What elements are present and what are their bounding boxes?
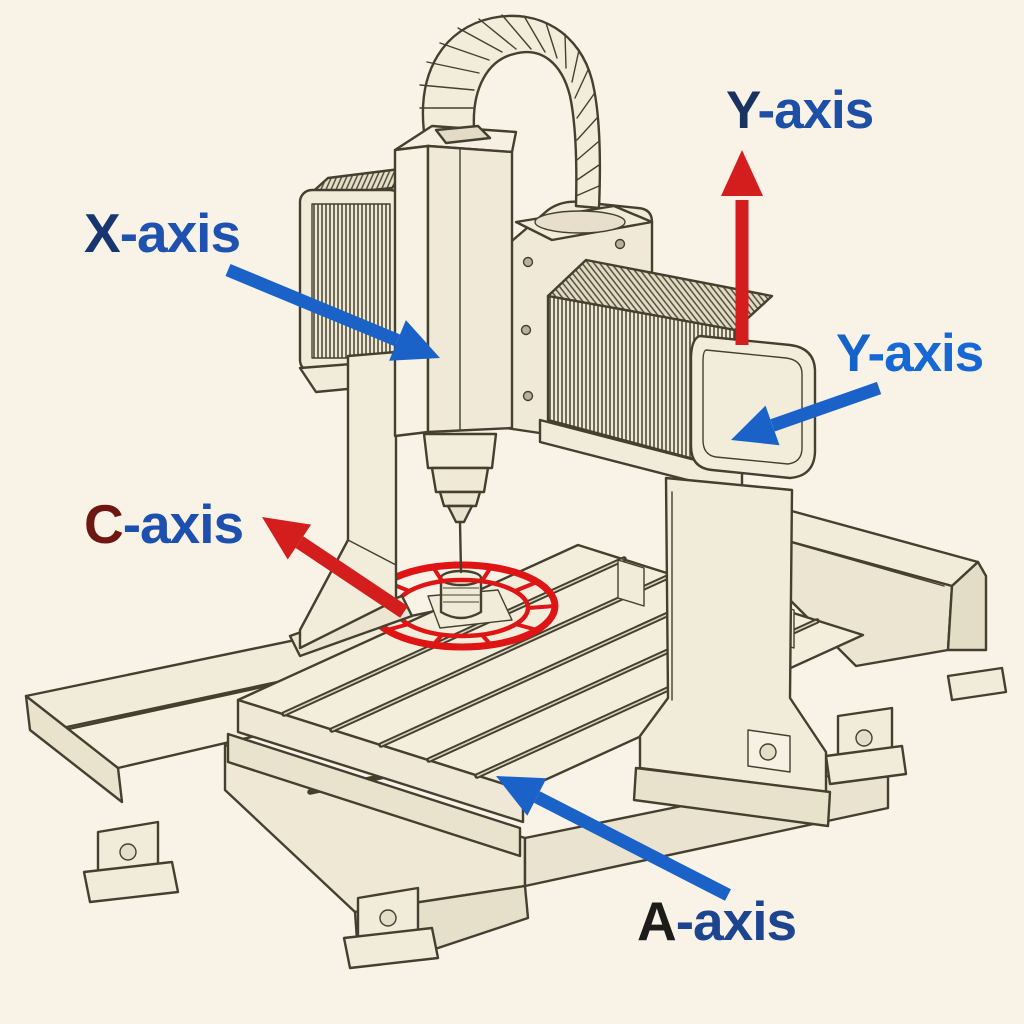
label-suffix: -axis — [675, 890, 797, 952]
cable-carrier-chain — [419, 14, 602, 210]
right-column — [632, 334, 832, 828]
y-axis-up-arrow — [721, 150, 763, 345]
label-prefix: Y — [726, 81, 758, 140]
t-slot — [378, 587, 724, 748]
label-prefix: X — [84, 202, 121, 264]
right-tray — [758, 508, 988, 668]
a-axis-arrow — [496, 776, 731, 901]
label-x-axis: X-axis — [84, 206, 241, 261]
y-axis-bellows — [538, 258, 774, 496]
tool-spindle — [422, 432, 498, 574]
label-suffix: -axis — [122, 493, 244, 555]
leveling-foot — [824, 706, 908, 786]
leveling-foot — [82, 820, 180, 904]
y-axis-right-arrow — [731, 381, 882, 446]
label-y-axis-top: Y-axis — [726, 81, 874, 140]
spindle-head — [393, 124, 518, 438]
x-axis-arrow — [225, 264, 440, 361]
leveling-foot — [946, 666, 1008, 702]
label-suffix: -axis — [867, 324, 984, 383]
label-prefix: Y — [836, 324, 868, 383]
t-slot — [329, 572, 675, 733]
label-suffix: -axis — [119, 202, 241, 264]
label-y-axis-right: Y-axis — [836, 324, 984, 383]
label-prefix: C — [84, 493, 124, 555]
chain-links — [419, 14, 600, 197]
label-a-axis: A-axis — [637, 894, 797, 949]
label-c-axis: C-axis — [84, 497, 244, 552]
leveling-foot — [342, 886, 440, 970]
label-prefix: A — [637, 890, 677, 952]
c-axis-arrow — [262, 517, 408, 618]
label-suffix: -axis — [757, 81, 874, 140]
